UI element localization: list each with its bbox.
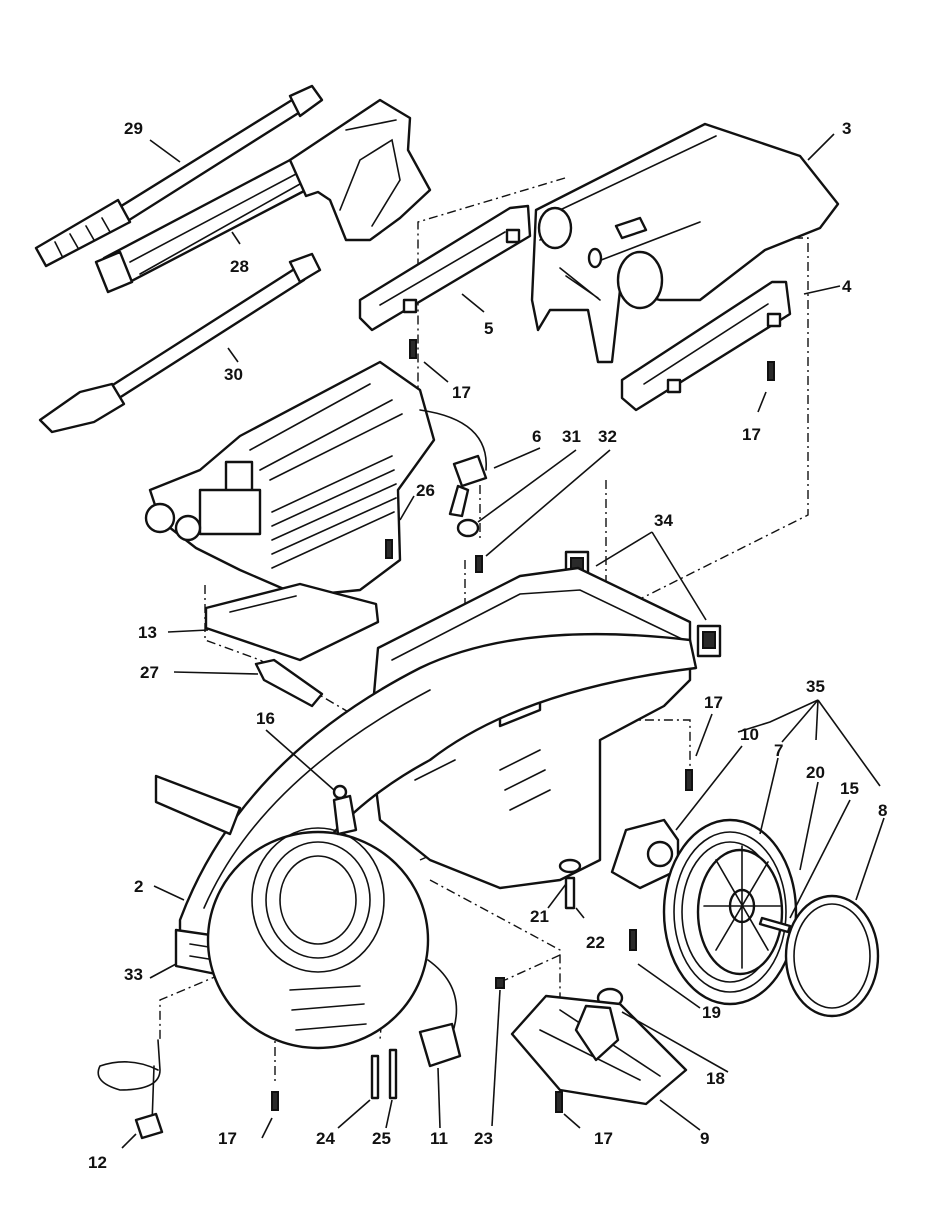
axle-screw-15	[758, 916, 792, 934]
handle-strip-4	[620, 280, 792, 412]
callout-32: 32	[598, 427, 617, 446]
swivel-16	[332, 784, 358, 836]
callout-4: 4	[842, 277, 852, 296]
clip-31	[456, 518, 480, 538]
top-cover-3	[530, 122, 840, 364]
callout-17-c: 17	[704, 693, 723, 712]
callout-28: 28	[230, 257, 249, 276]
callout-25: 25	[372, 1129, 391, 1148]
callout-18: 18	[706, 1069, 725, 1088]
callout-3: 3	[842, 119, 851, 138]
callout-6: 6	[532, 427, 541, 446]
hubcap-8	[784, 894, 880, 1018]
callout-31: 31	[562, 427, 581, 446]
clip-34-b	[696, 624, 722, 658]
callout-26: 26	[416, 481, 435, 500]
callout-9: 9	[700, 1129, 709, 1148]
callout-13: 13	[138, 623, 157, 642]
callout-labels: 29 28 30 3 5 4 17 17 6 31 32 26 34 13 27…	[88, 119, 887, 1172]
callout-15: 15	[840, 779, 859, 798]
callout-16: 16	[256, 709, 275, 728]
handle-strip-5	[358, 204, 532, 332]
screw-17-e	[555, 1091, 563, 1113]
callout-5: 5	[484, 319, 493, 338]
wheel-bracket-10	[610, 818, 680, 890]
screw-32	[475, 555, 483, 573]
fitting-27	[254, 658, 324, 708]
callout-35: 35	[806, 677, 825, 696]
callout-17-d: 17	[218, 1129, 237, 1148]
screw-17-a	[409, 339, 417, 359]
leader-lines	[121, 133, 885, 1149]
bracket-6	[448, 454, 488, 518]
callout-19: 19	[702, 1003, 721, 1022]
callout-11: 11	[430, 1129, 448, 1148]
callout-23: 23	[474, 1129, 493, 1148]
callout-17-b: 17	[742, 425, 761, 444]
callout-22: 22	[586, 933, 605, 952]
callout-8: 8	[878, 801, 887, 820]
screw-22	[564, 876, 576, 910]
callout-7: 7	[774, 741, 783, 760]
hose-reel	[206, 827, 430, 1050]
callout-17-a: 17	[452, 383, 471, 402]
callout-33: 33	[124, 965, 143, 984]
callout-29: 29	[124, 119, 143, 138]
spray-gun-28	[94, 98, 432, 294]
callout-17-e: 17	[594, 1129, 613, 1148]
screw-23	[495, 977, 505, 989]
callout-34: 34	[654, 511, 673, 530]
lance-29	[34, 84, 324, 268]
screw-26	[385, 539, 393, 559]
screw-17-c	[685, 769, 693, 791]
callout-30: 30	[224, 365, 243, 384]
callout-10: 10	[740, 725, 759, 744]
callout-24: 24	[316, 1129, 335, 1148]
rotary-lance-30	[38, 252, 322, 434]
power-plug-11	[418, 959, 462, 1068]
screw-17-d	[271, 1091, 279, 1111]
screw-19	[629, 929, 637, 951]
base-plate-13	[204, 582, 380, 662]
washer-21	[558, 858, 582, 874]
wheel-7	[662, 818, 798, 1006]
screw-17-b	[767, 361, 775, 381]
callout-2: 2	[134, 877, 143, 896]
callout-21: 21	[530, 907, 549, 926]
screw-25	[388, 1048, 398, 1100]
callout-27: 27	[140, 663, 159, 682]
callout-20: 20	[806, 763, 825, 782]
screw-24	[370, 1054, 380, 1100]
foot-9	[510, 994, 688, 1106]
motor-pump-unit	[144, 360, 487, 598]
hose-12	[97, 1039, 164, 1140]
callout-12: 12	[88, 1153, 107, 1172]
